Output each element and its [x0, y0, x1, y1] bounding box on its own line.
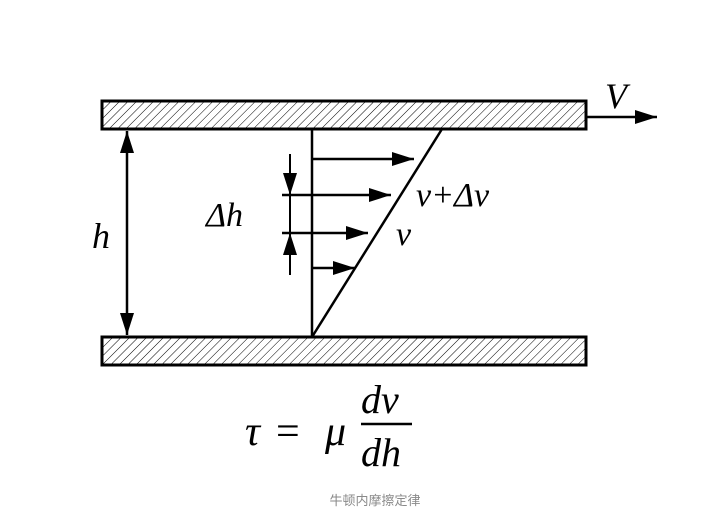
formula-equals: = — [276, 409, 300, 455]
formula-denominator: dh — [361, 430, 401, 475]
top-plate — [100, 99, 588, 131]
formula: τ = μ dv dh — [245, 377, 412, 475]
formula-tau: τ — [245, 409, 262, 455]
formula-numerator: dv — [361, 377, 399, 422]
formula-mu: μ — [324, 409, 346, 455]
bottom-plate — [100, 335, 588, 367]
label-gap-height: h — [92, 216, 110, 256]
caption: 牛顿内摩擦定律 — [329, 494, 421, 509]
label-plate-velocity: V — [605, 76, 631, 116]
label-delta-h: Δh — [204, 197, 243, 234]
label-v-plus-dv: v+Δv — [416, 177, 490, 214]
label-v: v — [396, 216, 412, 253]
velocity-profile-line — [310, 128, 444, 338]
